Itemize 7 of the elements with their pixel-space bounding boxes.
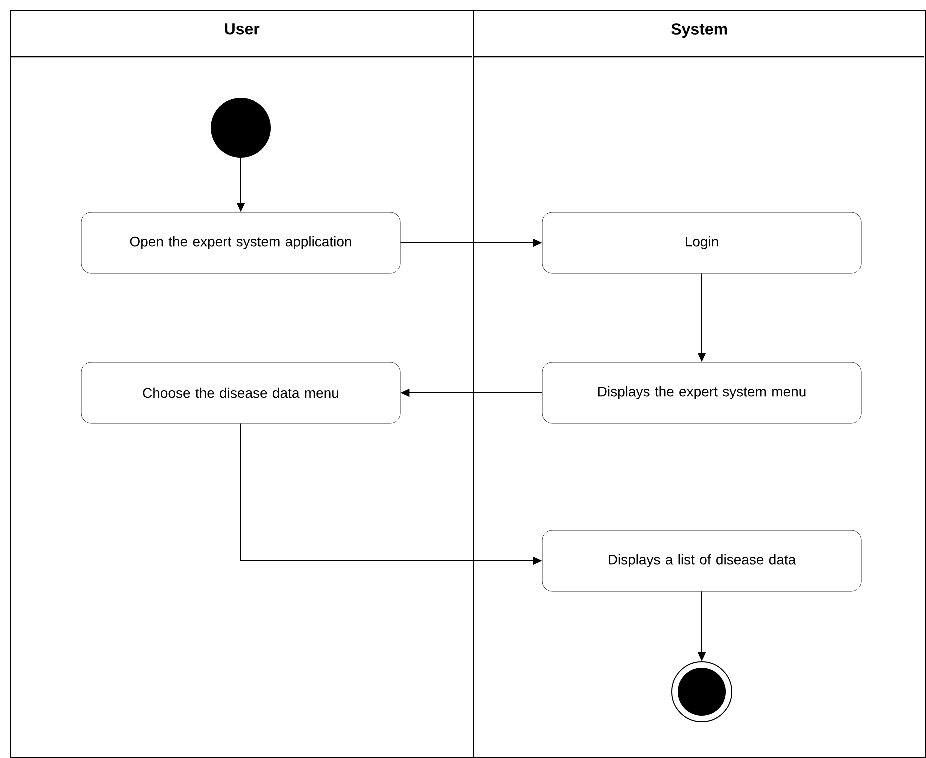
- end-node: [672, 662, 732, 722]
- start-node: [211, 98, 271, 158]
- activity-box: Choose the disease data menu: [81, 362, 401, 424]
- activity-box: Displays the expert system menu: [542, 362, 862, 424]
- activity-box: Login: [542, 212, 862, 274]
- activity-box: Displays a list of disease data: [542, 530, 862, 592]
- activity-box: Open the expert system application: [81, 212, 401, 274]
